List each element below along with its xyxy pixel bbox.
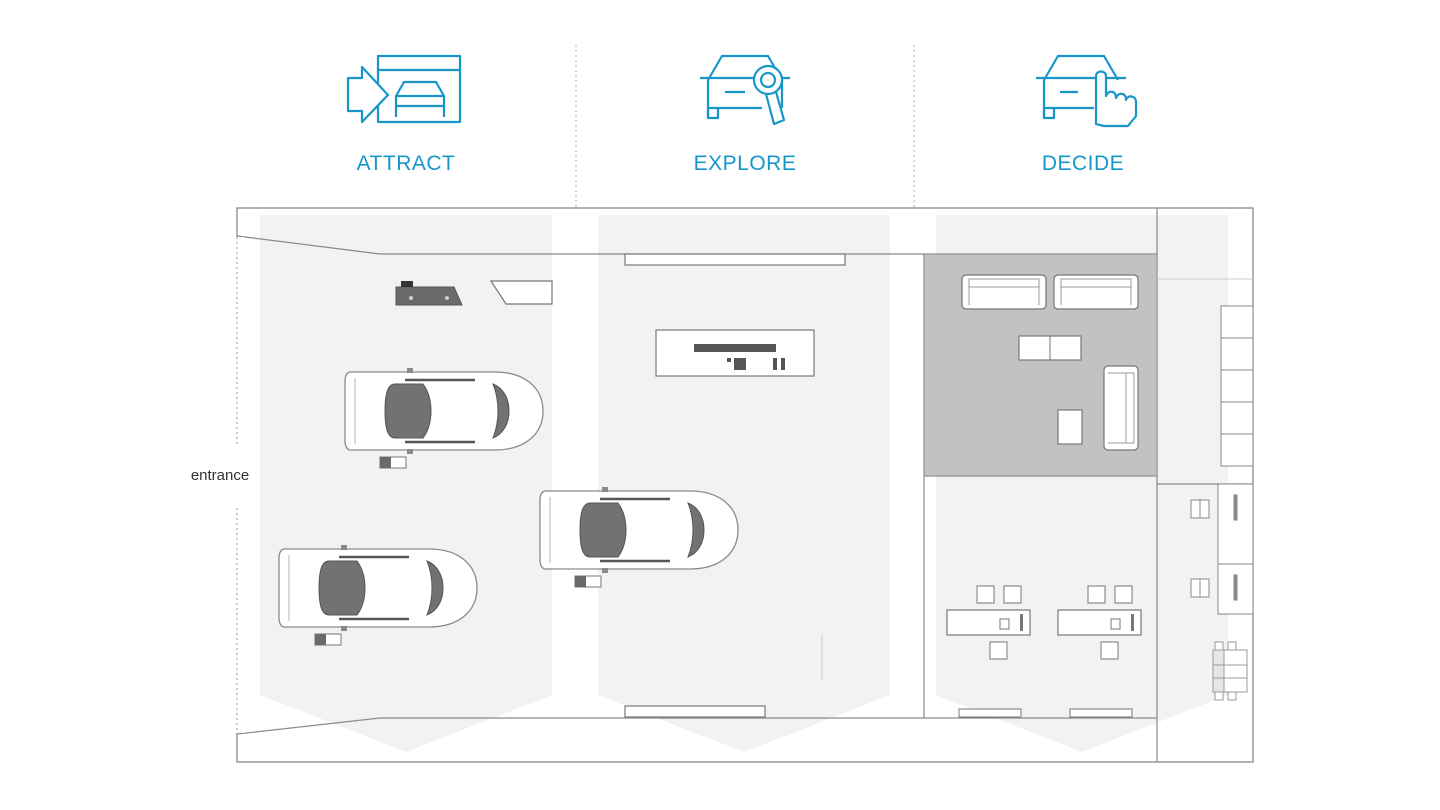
car <box>538 485 740 575</box>
sofa <box>1103 365 1139 451</box>
car-magnifier-icon <box>700 54 790 126</box>
office-cabinets <box>1190 483 1254 615</box>
sales-desk <box>1057 585 1142 660</box>
car-entering-garage-icon <box>346 54 462 124</box>
sofa <box>961 274 1047 310</box>
car-pointing-hand-icon <box>1036 54 1138 128</box>
sofa <box>1053 274 1139 310</box>
zone-label-decide: DECIDE <box>1041 152 1125 175</box>
reception-desk <box>395 281 463 306</box>
zone-label-explore: EXPLORE <box>693 152 797 175</box>
tyre-rack <box>1212 641 1248 701</box>
explore-zone-floor <box>598 215 890 752</box>
configurator-table <box>655 329 815 377</box>
car <box>277 543 479 633</box>
info-stand <box>574 575 602 588</box>
info-stand <box>379 456 407 469</box>
coffee-table <box>1018 335 1082 361</box>
wall-display <box>624 253 846 266</box>
car <box>343 366 545 456</box>
storage-shelving <box>1220 305 1254 467</box>
info-stand <box>314 633 342 646</box>
wall-display <box>958 708 1022 718</box>
side-table <box>1057 409 1083 445</box>
zone-label-attract: ATTRACT <box>356 152 456 175</box>
display-plinth <box>489 280 553 305</box>
wall-display <box>624 705 766 718</box>
sales-desk <box>946 585 1031 660</box>
entrance-label: entrance <box>190 467 250 484</box>
wall-display <box>1069 708 1133 718</box>
